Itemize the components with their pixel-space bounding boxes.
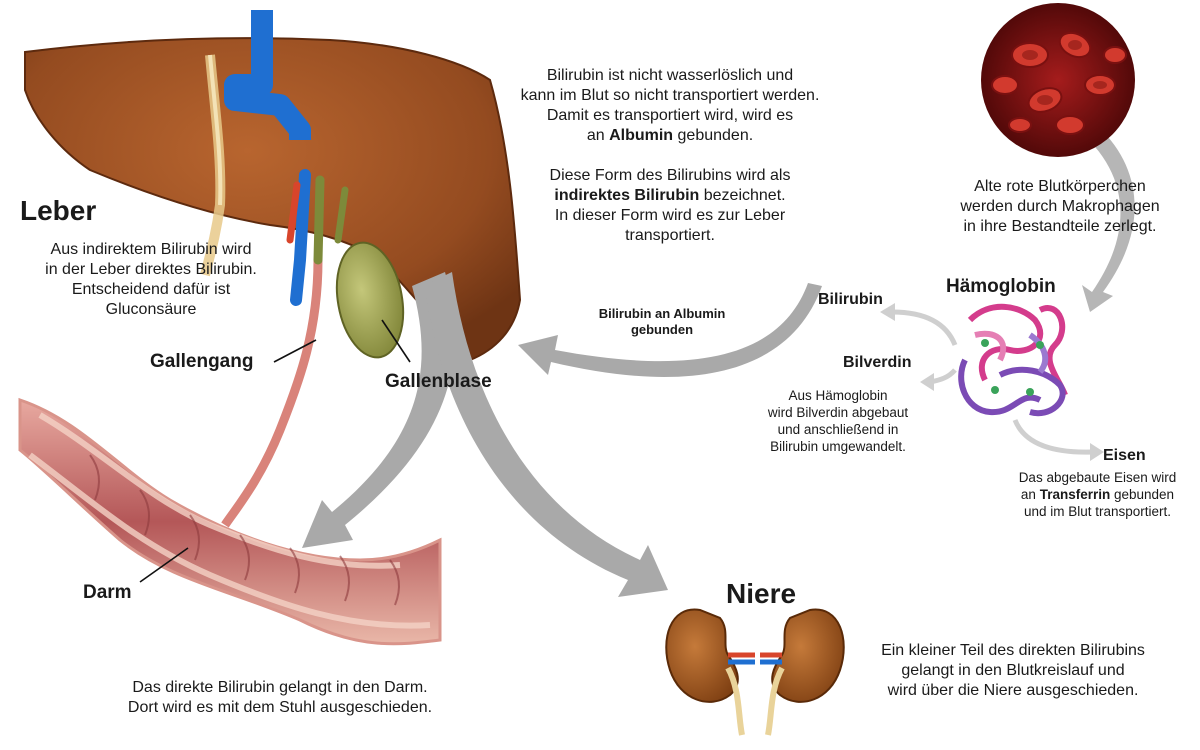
label-pointers (139, 319, 411, 583)
bilverdin-desc-line: Aus Hämoglobin (788, 388, 888, 403)
rbc-description: Alte rote Blutkörperchen werden durch Ma… (925, 177, 1195, 237)
kidneys-illustration (665, 608, 845, 736)
leber-description: Aus indirektem Bilirubin wird in der Leb… (20, 240, 282, 320)
text-fragment: gebunden (1110, 486, 1175, 502)
rbc-desc-line: werden durch Makrophagen (960, 198, 1160, 215)
leber-title: Leber (20, 195, 97, 226)
albumin-info-line: an Albumin gebunden. (480, 126, 860, 146)
leber-desc-line: Entscheidend dafür ist (71, 281, 231, 298)
red-blood-cells-illustration (981, 3, 1135, 157)
niere-desc-line: Ein kleiner Teil des direkten Bilirubins (881, 642, 1145, 659)
leber-desc-line: Gluconsäure (105, 301, 197, 318)
text-fragment: an (586, 127, 610, 144)
albumin-term: Albumin (609, 127, 674, 144)
gallbladder-illustration (335, 241, 405, 359)
darm-description: Das direkte Bilirubin gelangt in den Dar… (70, 678, 490, 718)
albumin-info-line: Damit es transportiert wird, wird es (546, 107, 794, 124)
transferrin-term: Transferrin (1039, 486, 1111, 502)
eisen-label: Eisen (1103, 447, 1146, 464)
albumin-info-line: kann im Blut so nicht transportiert werd… (520, 87, 820, 104)
rbc-desc-line: Alte rote Blutkörperchen (974, 178, 1146, 195)
eisen-desc-line: an Transferrin gebunden (1000, 487, 1195, 504)
bilirubin-label: Bilirubin (818, 291, 883, 308)
gallenblase-label: Gallenblase (385, 371, 492, 392)
darm-label: Darm (83, 582, 132, 603)
eisen-description: Das abgebaute Eisen wird an Transferrin … (1000, 470, 1195, 521)
haemoglobin-label: Hämoglobin (946, 276, 1056, 297)
darm-desc-line: Dort wird es mit dem Stuhl ausgeschieden… (127, 699, 433, 716)
bilverdin-desc-line: Bilirubin umgewandelt. (770, 438, 906, 454)
niere-desc-line: wird über die Niere ausgeschieden. (887, 682, 1139, 699)
intestine-illustration (18, 397, 442, 646)
niere-description: Ein kleiner Teil des direkten Bilirubins… (848, 641, 1178, 701)
flow-arrows (302, 113, 1135, 597)
gallengang-label: Gallengang (150, 351, 254, 372)
bilverdin-description: Aus Hämoglobin wird Bilverdin abgebaut u… (748, 388, 928, 456)
albumin-info-block: Bilirubin ist nicht wasserlöslich und ka… (480, 66, 860, 246)
bilverdin-label: Bilverdin (843, 354, 912, 371)
albumin-info-line: Bilirubin ist nicht wasserlöslich und (546, 67, 794, 84)
niere-desc-line: gelangt in den Blutkreislauf und (901, 662, 1125, 679)
albumin-arrow-label: Bilirubin an Albumin gebunden (582, 306, 742, 339)
albumin-info-line: indirektes Bilirubin bezeichnet. (480, 186, 860, 206)
albumin-info-line: Diese Form des Bilirubins wird als (549, 167, 791, 184)
hemoglobin-illustration (958, 303, 1068, 417)
leber-desc-line: Aus indirektem Bilirubin wird (50, 241, 252, 258)
arrow-label-line: Bilirubin an Albumin (598, 306, 726, 321)
bilverdin-desc-line: und anschließend in (777, 421, 899, 437)
albumin-info-line: In dieser Form wird es zur Leber (554, 207, 786, 224)
darm-desc-line: Das direkte Bilirubin gelangt in den Dar… (132, 679, 428, 696)
indirect-bilirubin-term: indirektes Bilirubin (554, 187, 700, 204)
eisen-desc-line: und im Blut transportiert. (1023, 503, 1172, 519)
eisen-desc-line: Das abgebaute Eisen wird (1018, 470, 1177, 485)
liver-illustration (24, 37, 522, 362)
bile-duct-to-intestine (221, 259, 323, 528)
text-fragment: gebunden. (673, 127, 754, 144)
leber-desc-line: in der Leber direktes Bilirubin. (45, 261, 257, 278)
text-fragment: bezeichnet. (699, 187, 786, 204)
arrow-label-line: gebunden (630, 322, 694, 338)
text-fragment: an (1020, 486, 1040, 502)
liver-vessels (224, 10, 349, 306)
niere-title: Niere (726, 578, 797, 609)
bilverdin-desc-line: wird Bilverdin abgebaut (767, 404, 909, 420)
albumin-info-line: transportiert. (625, 227, 715, 244)
rbc-desc-line: in ihre Bestandteile zerlegt. (963, 218, 1157, 235)
